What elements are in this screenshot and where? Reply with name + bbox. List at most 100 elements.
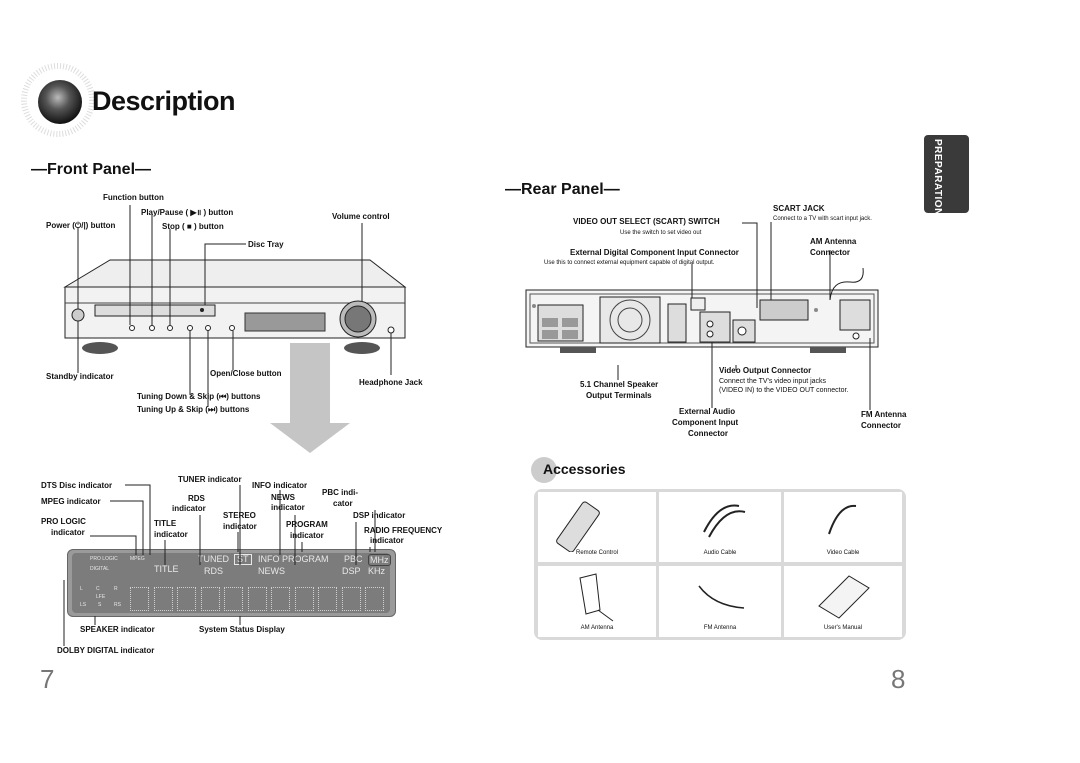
segment-digit: [200, 587, 220, 611]
display-leaders: [63, 484, 376, 646]
acc-audio-cable: Audio Cable: [659, 492, 781, 562]
label-speaker-terminals-2: Output Terminals: [586, 391, 652, 400]
audio-cable-icon: [703, 504, 746, 538]
segment-digit: [224, 587, 243, 611]
label-mpeg: MPEG indicator: [41, 497, 101, 506]
front-panel-heading: —Front Panel—: [31, 161, 152, 178]
page-number-left: 7: [40, 664, 55, 694]
segment-digit: [271, 587, 290, 611]
acc-manual: User's Manual: [784, 566, 902, 637]
label-program: PROGRAM: [286, 520, 328, 529]
segment-digit: [177, 587, 196, 611]
speaker-swirl-icon: [21, 63, 95, 137]
screen-pro-logic: PRO LOGIC: [90, 556, 118, 562]
screen-news: NEWS: [258, 566, 285, 576]
label-radio-freq-2: indicator: [370, 536, 404, 545]
label-radio-freq: RADIO FREQUENCY: [364, 526, 443, 535]
label-dts: DTS Disc indicator: [41, 481, 113, 490]
label-video-output-desc-2: (VIDEO IN) to the VIDEO OUT connector.: [719, 387, 849, 394]
label-am-antenna: AM Antenna: [810, 237, 857, 246]
screen-tuned: TUNED: [198, 554, 229, 564]
screen-info: INFO: [258, 554, 280, 564]
screen-rds: RDS: [204, 566, 224, 576]
segment-digit: [294, 587, 314, 611]
spk-rs: RS: [114, 602, 121, 608]
label-disc-tray: Disc Tray: [248, 240, 284, 249]
label-tuning-down: Tuning Down & Skip (⏮) buttons: [137, 392, 261, 401]
label-video-out-select-desc: Use the switch to set video out: [620, 230, 702, 236]
segment-digit: [153, 587, 173, 611]
title-logo: [18, 60, 98, 140]
label-video-output-desc-1: Connect the TV's video input jacks: [719, 378, 827, 385]
label-tuning-up: Tuning Up & Skip (⏭) buttons: [137, 405, 250, 414]
acc-video-cable: Video Cable: [784, 492, 902, 562]
label-fm-antenna: FM Antenna: [861, 410, 907, 419]
acc-remote: Remote Control: [538, 492, 656, 562]
front-panel-drawing: [63, 205, 407, 453]
screen-title: TITLE: [154, 564, 179, 574]
label-function-button: Function button: [103, 193, 164, 202]
acc-am-antenna: AM Antenna: [538, 566, 656, 637]
remote-control-icon: [556, 501, 600, 553]
label-system-status: System Status Display: [199, 625, 285, 634]
spk-r: R: [114, 586, 118, 592]
screen-st: ST: [234, 554, 252, 565]
acc-fm-antenna: FM Antenna: [659, 566, 781, 637]
label-ext-audio: External Audio: [679, 407, 736, 416]
label-pro-logic: PRO LOGIC: [41, 517, 86, 526]
label-pbc: PBC indi-: [322, 488, 358, 497]
label-headphone: Headphone Jack: [359, 378, 423, 387]
screen-dsp: DSP: [342, 566, 361, 576]
label-ext-audio-3: Connector: [688, 429, 728, 438]
segment-digit: [318, 587, 337, 611]
am-antenna-icon: [579, 573, 614, 622]
screen-program: PROGRAM: [282, 554, 329, 564]
label-speaker: SPEAKER indicator: [80, 625, 155, 634]
spk-lfe: LFE: [96, 594, 106, 600]
label-dolby: DOLBY DIGITAL indicator: [57, 646, 155, 655]
label-scart: SCART JACK: [773, 204, 825, 213]
label-video-out-select: VIDEO OUT SELECT (SCART) SWITCH: [573, 217, 720, 226]
segment-digit: [247, 587, 267, 611]
label-ext-digital: External Digital Component Input Connect…: [570, 248, 739, 257]
page-title: Description: [92, 86, 236, 116]
label-pro-logic-2: indicator: [51, 528, 85, 537]
rear-panel-heading: —Rear Panel—: [505, 181, 620, 198]
label-ext-digital-desc: Use this to connect external equipment c…: [544, 260, 715, 266]
manual-icon: [818, 575, 870, 619]
label-dsp: DSP indicator: [353, 511, 406, 520]
label-title: TITLE: [154, 519, 177, 528]
segment-digit: [341, 587, 361, 611]
label-stereo: STEREO: [223, 511, 256, 520]
label-news: NEWS: [271, 493, 295, 502]
label-speaker-terminals: 5.1 Channel Speaker: [580, 380, 659, 389]
accessories-grid: Remote Control Audio Cable Video Cable A…: [534, 489, 906, 640]
label-play-pause: Play/Pause ( ▶॥ ) button: [141, 208, 234, 217]
label-standby: Standby indicator: [46, 372, 114, 381]
segment-digit: [130, 587, 149, 611]
section-tab: PREPARATION: [924, 135, 969, 216]
spk-ls: LS: [80, 602, 87, 608]
label-rds-2: indicator: [172, 504, 206, 513]
video-cable-icon: [828, 504, 857, 535]
system-display: PRO LOGIC MPEG DIGITAL TITLE TUNED ST IN…: [67, 549, 396, 617]
spk-c: C: [96, 586, 100, 592]
label-tuner: TUNER indicator: [178, 475, 242, 484]
rear-panel-drawing: [525, 222, 879, 410]
label-stop: Stop ( ■ ) button: [162, 222, 224, 231]
spk-l: L: [80, 586, 83, 592]
label-ext-audio-2: Component Input: [672, 418, 739, 427]
label-fm-antenna-2: Connector: [861, 421, 901, 430]
label-rds: RDS: [188, 494, 205, 503]
screen-pbc: PBC: [344, 554, 363, 564]
label-news-2: indicator: [271, 503, 305, 512]
screen-mhz: MHz: [368, 554, 391, 566]
label-volume: Volume control: [332, 212, 390, 221]
accessories-badge: [531, 457, 557, 483]
label-program-2: indicator: [290, 531, 324, 540]
accessories-heading: Accessories: [543, 461, 626, 477]
label-video-output: Video Output Connector: [719, 366, 812, 375]
page-number-right: 8: [891, 664, 906, 694]
label-info: INFO indicator: [252, 481, 308, 490]
label-scart-desc: Connect to a TV with scart input jack.: [773, 216, 872, 222]
